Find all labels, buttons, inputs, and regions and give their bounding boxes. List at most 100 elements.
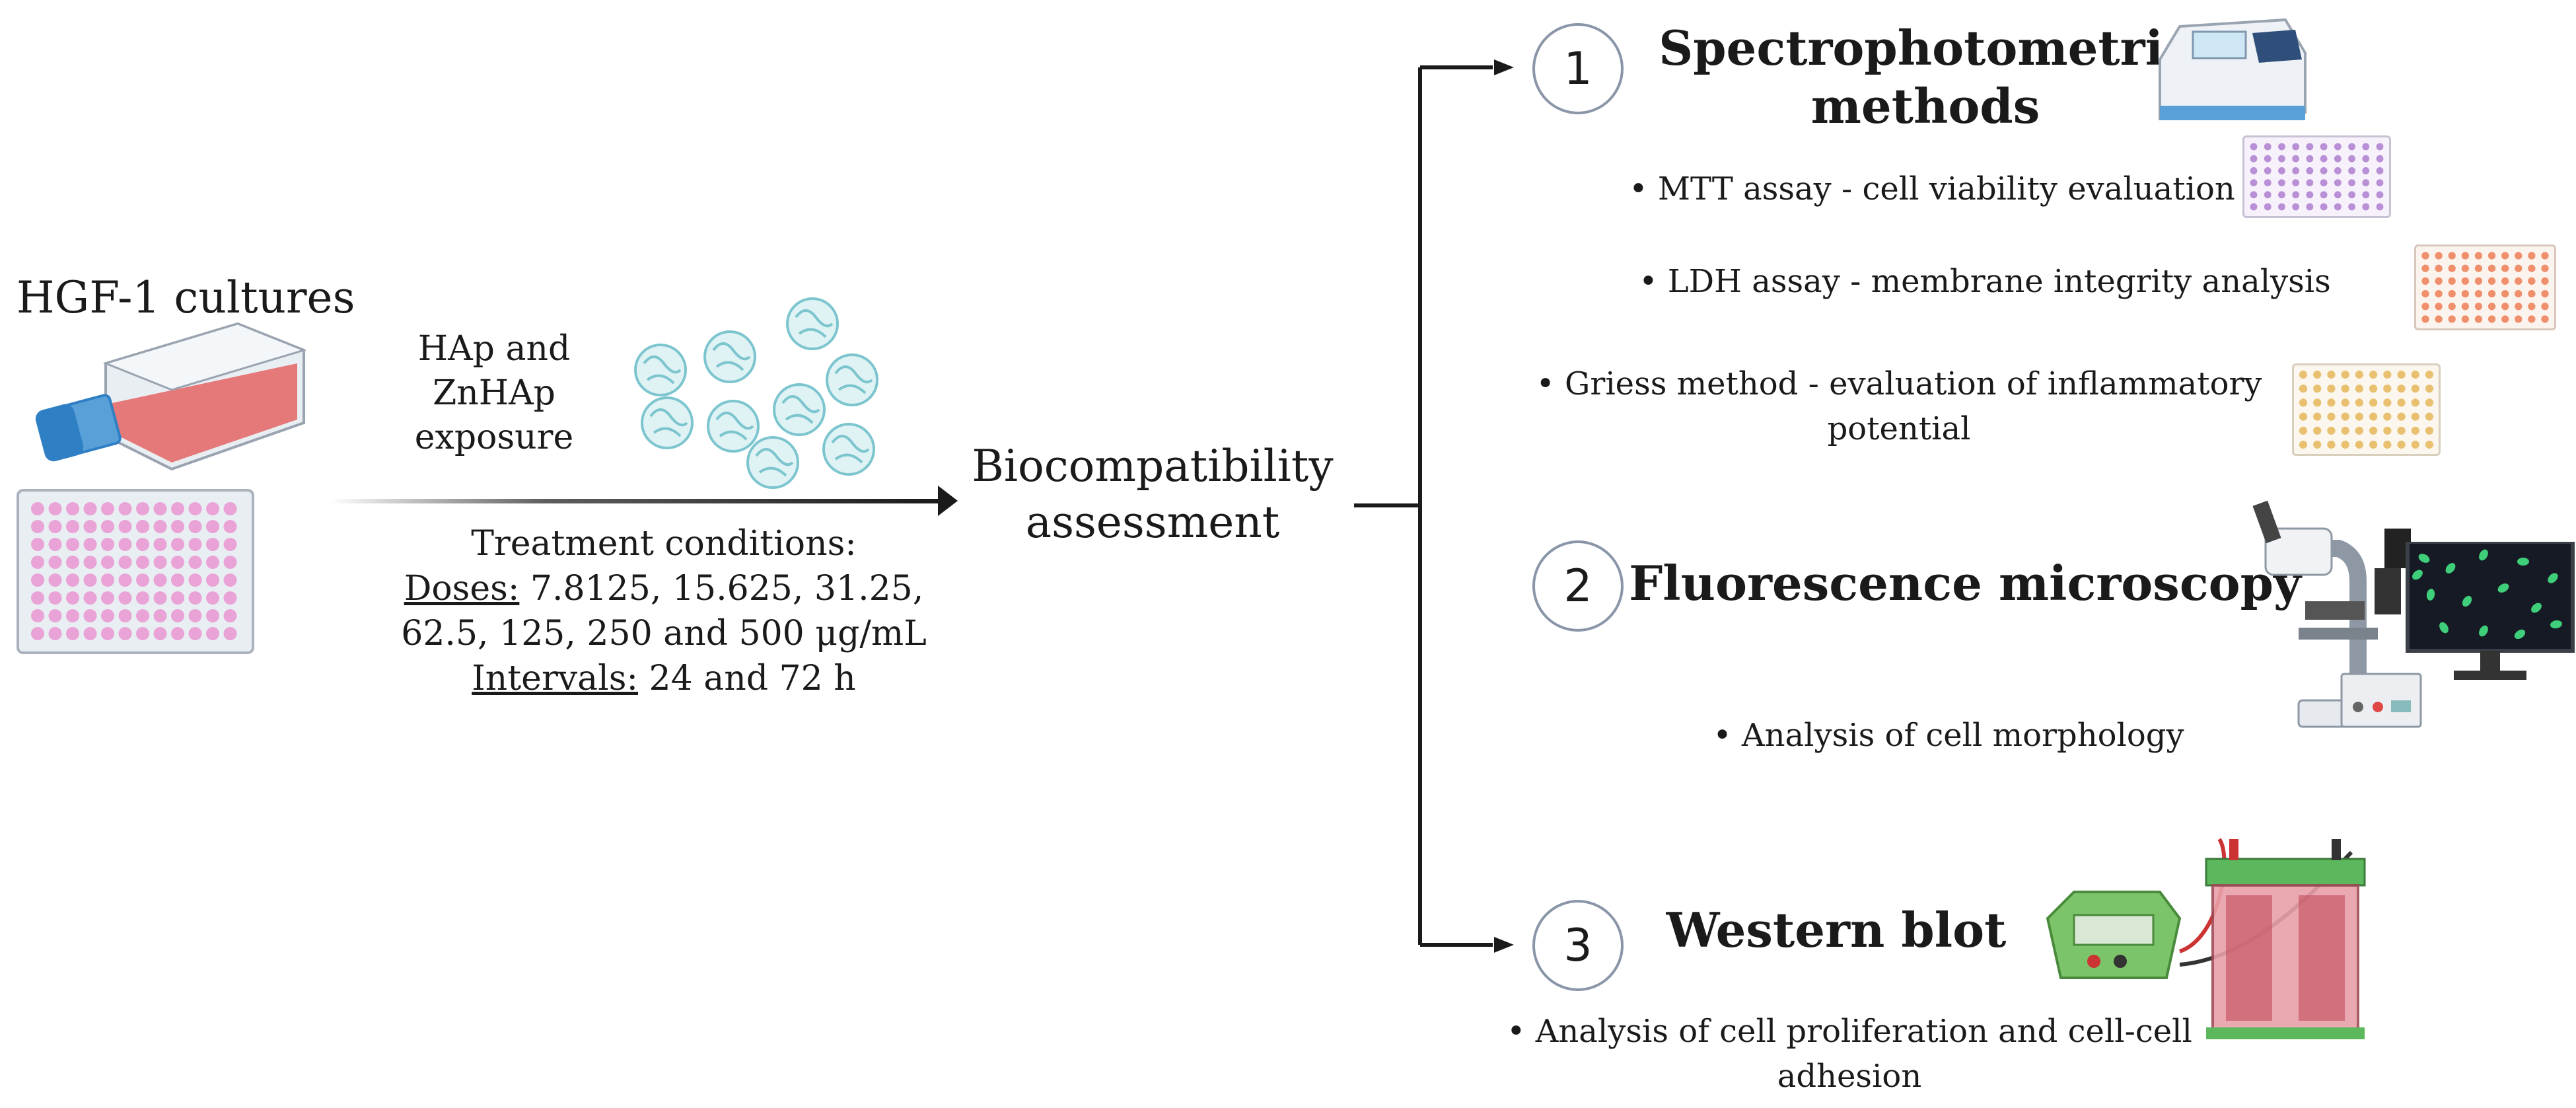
plate-well bbox=[206, 609, 219, 622]
plate-well bbox=[2292, 143, 2300, 151]
plate-well bbox=[2397, 385, 2406, 393]
fluorescent-cell bbox=[2479, 625, 2488, 637]
plate-well bbox=[2383, 426, 2392, 435]
plate-well bbox=[2461, 252, 2469, 260]
plate-well bbox=[118, 627, 132, 640]
treatment-title: Treatment conditions: bbox=[471, 524, 857, 564]
plate-well bbox=[48, 502, 62, 515]
plate-well bbox=[2528, 264, 2536, 272]
branch-bracket bbox=[1354, 65, 1493, 947]
plate-well bbox=[171, 520, 184, 533]
plate-well bbox=[2383, 440, 2392, 449]
plate-well bbox=[101, 591, 114, 605]
plate-well bbox=[101, 573, 114, 587]
plate-well bbox=[136, 627, 149, 640]
plate-well bbox=[2421, 264, 2429, 272]
method-1-title-1: Spectrophotometric bbox=[1659, 20, 2192, 76]
plate-well bbox=[48, 609, 62, 622]
plate-well bbox=[31, 538, 44, 551]
plate-well bbox=[118, 556, 132, 569]
plate-well bbox=[2425, 398, 2434, 407]
fluorescent-cell bbox=[2479, 549, 2488, 561]
plate-well bbox=[2541, 289, 2549, 298]
plate-well bbox=[153, 627, 167, 640]
method-3-bullet-2: adhesion bbox=[1777, 1058, 1922, 1095]
plate-well bbox=[2435, 315, 2443, 323]
plate-well bbox=[2306, 179, 2314, 187]
plate-well bbox=[2528, 289, 2536, 298]
plate-well bbox=[2383, 398, 2392, 407]
plate-well bbox=[2501, 277, 2509, 285]
plate-well bbox=[2397, 440, 2406, 449]
plate-well bbox=[2278, 155, 2285, 163]
plate-well bbox=[2306, 155, 2314, 163]
plate-well bbox=[101, 609, 114, 622]
plate-well bbox=[2362, 155, 2370, 163]
doses-key: Doses: bbox=[404, 569, 520, 609]
plate-well bbox=[2278, 166, 2285, 174]
plate-well bbox=[223, 609, 237, 622]
plate-well bbox=[136, 502, 149, 515]
plate-well bbox=[2334, 166, 2342, 174]
fluorescent-cell bbox=[2445, 563, 2456, 573]
plate-well bbox=[2348, 143, 2355, 151]
plate-well bbox=[2355, 370, 2363, 379]
plate-well bbox=[2383, 412, 2392, 421]
plate-well bbox=[2299, 440, 2308, 449]
plate-well bbox=[2515, 315, 2522, 323]
plate-well bbox=[206, 538, 219, 551]
plate-well bbox=[2327, 385, 2336, 393]
method-2-title: Fluorescence microscopy bbox=[1629, 555, 2301, 611]
plate-well bbox=[2376, 143, 2384, 151]
plate-well bbox=[2501, 289, 2509, 298]
plate-well bbox=[206, 627, 219, 640]
plate-well bbox=[2541, 252, 2549, 260]
plate-well bbox=[2313, 426, 2322, 435]
plate-well bbox=[2264, 203, 2272, 211]
main-arrow bbox=[330, 486, 958, 516]
plate-well bbox=[83, 591, 97, 605]
plate-well bbox=[2348, 179, 2355, 187]
plate-well bbox=[2320, 155, 2328, 163]
plate-well bbox=[2250, 203, 2258, 211]
plate-well bbox=[188, 627, 202, 640]
doses-value-1: 7.8125, 15.625, 31.25, bbox=[519, 569, 924, 609]
plate-well bbox=[2369, 385, 2378, 393]
plate-well bbox=[66, 609, 79, 622]
plate-well bbox=[2306, 191, 2314, 199]
plate-well bbox=[2341, 426, 2349, 435]
method-1-bullet-3: • Griess method - evaluation of inflamma… bbox=[1536, 365, 2262, 402]
plate-well bbox=[2369, 412, 2378, 421]
fluorescent-cell bbox=[2550, 620, 2562, 629]
plate-well bbox=[2448, 277, 2456, 285]
plate-well bbox=[83, 627, 97, 640]
plate-well bbox=[2369, 398, 2378, 407]
plate-well bbox=[2425, 370, 2434, 379]
plate-well bbox=[48, 627, 62, 640]
plate-well bbox=[2487, 252, 2496, 260]
assessment-title-1: Biocompatibility bbox=[972, 441, 1334, 492]
plate-well bbox=[2515, 252, 2522, 260]
plate-well bbox=[2435, 289, 2443, 298]
plate-well bbox=[2306, 166, 2314, 174]
plate-well bbox=[2474, 252, 2483, 260]
well-plate-icon bbox=[17, 489, 254, 654]
plate-well bbox=[101, 556, 114, 569]
plate-well bbox=[2313, 385, 2322, 393]
plate-well bbox=[2461, 289, 2469, 298]
plate-well bbox=[101, 520, 114, 533]
plate-well bbox=[118, 520, 132, 533]
plate-well bbox=[2487, 264, 2496, 272]
plate-well bbox=[2376, 166, 2384, 174]
plate-well bbox=[2461, 315, 2469, 323]
plate-well bbox=[2528, 277, 2536, 285]
plate-well bbox=[2299, 426, 2308, 435]
plate-well bbox=[118, 609, 132, 622]
plate-well bbox=[2348, 166, 2355, 174]
plate-well bbox=[153, 609, 167, 622]
plate-well bbox=[223, 573, 237, 587]
plate-well bbox=[171, 591, 184, 605]
plate-well bbox=[2278, 203, 2285, 211]
plate-well bbox=[2541, 277, 2549, 285]
